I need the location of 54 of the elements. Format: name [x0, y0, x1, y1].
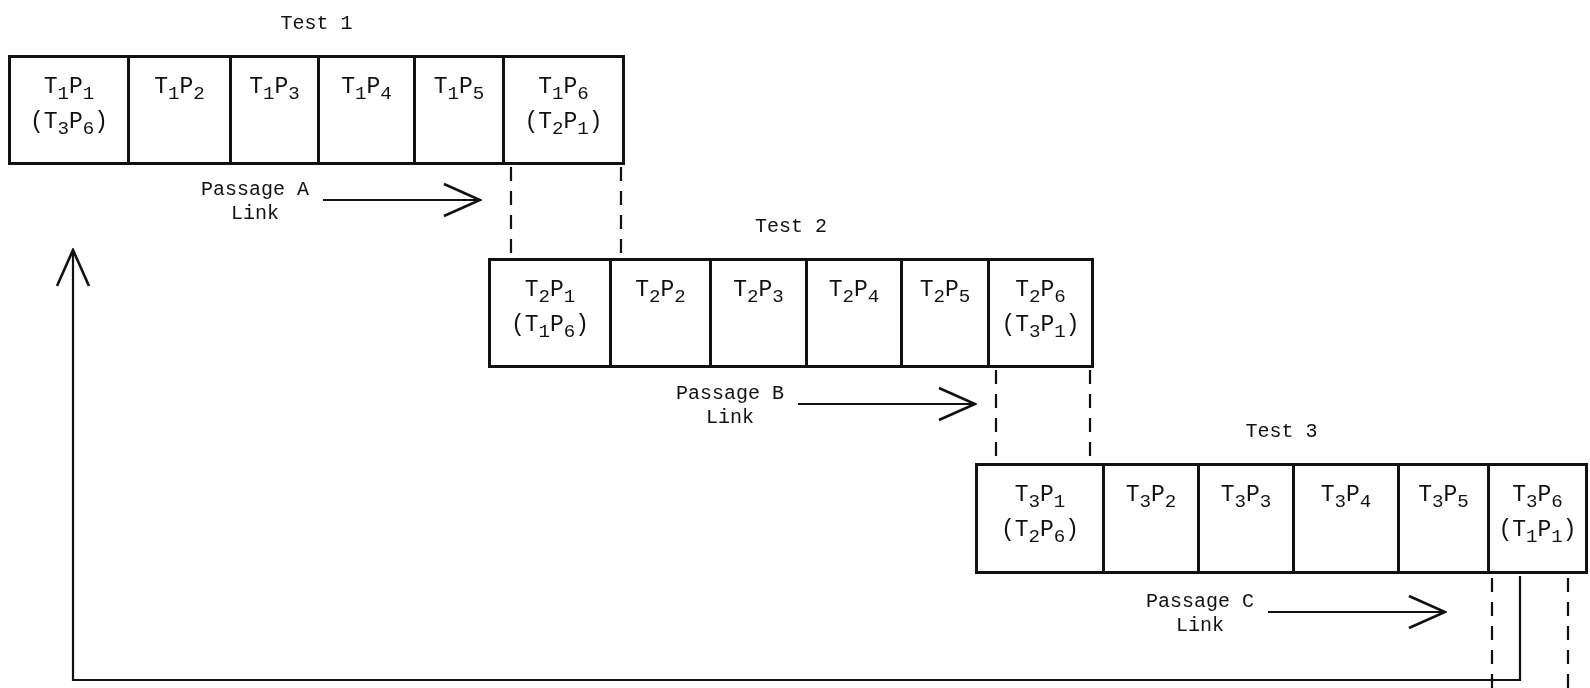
- cell-label: (T$_{3}$P$_{6}$): [29, 108, 109, 143]
- passage-cell: [488, 258, 612, 368]
- row-title: Test 1: [279, 12, 354, 35]
- cell-label: (T$_{1}$P$_{1}$): [1498, 516, 1577, 551]
- passage-cell: [127, 55, 232, 165]
- cell-label: T$_{3}$P$_{3}$: [1220, 481, 1272, 515]
- passage-cell: [900, 258, 990, 368]
- passage-cell: [413, 55, 505, 165]
- arrow: [1268, 594, 1447, 630]
- cell-label: T$_{3}$P$_{6}$: [1512, 481, 1563, 515]
- passage-cell: [1102, 463, 1200, 574]
- cell-label: T$_{1}$P$_{4}$: [341, 73, 392, 107]
- cell-label: T$_{2}$P$_{3}$: [733, 276, 784, 310]
- passage-cell: [317, 55, 416, 165]
- passage-cell: [805, 258, 903, 368]
- passage-cell: [1487, 463, 1588, 574]
- passage-cell: [1292, 463, 1400, 574]
- cell-label: T$_{1}$P$_{5}$: [433, 73, 485, 107]
- passage-cell: [975, 463, 1105, 574]
- arrow: [798, 386, 977, 422]
- cell-label: T$_{1}$P$_{3}$: [249, 73, 300, 107]
- dashed-link-line: [619, 167, 623, 256]
- cell-label: T$_{1}$P$_{2}$: [154, 73, 205, 107]
- cell-label: T$_{3}$P$_{2}$: [1125, 481, 1177, 515]
- cell-label: (T$_{3}$P$_{1}$): [1001, 311, 1080, 346]
- cell-label: T$_{1}$P$_{6}$: [538, 73, 589, 107]
- link-label: Passage A Link: [200, 178, 310, 226]
- passage-cell: [1397, 463, 1490, 574]
- cell-label: (T$_{1}$P$_{6}$): [510, 311, 590, 346]
- cell-label: T$_{3}$P$_{1}$: [1014, 481, 1066, 515]
- passage-cell: [229, 55, 320, 165]
- link-label: Passage B Link: [675, 382, 785, 430]
- dashed-link-line: [509, 167, 513, 256]
- cell-label: (T$_{2}$P$_{1}$): [524, 108, 603, 143]
- passage-cell: [1197, 463, 1295, 574]
- passage-cell: [609, 258, 712, 368]
- cell-label: T$_{2}$P$_{2}$: [635, 276, 686, 310]
- passage-cell: [502, 55, 625, 165]
- arrow: [55, 248, 1522, 682]
- cell-label: T$_{3}$P$_{5}$: [1418, 481, 1469, 515]
- cell-label: T$_{2}$P$_{5}$: [919, 276, 971, 310]
- passage-cell: [8, 55, 130, 165]
- cell-label: T$_{2}$P$_{6}$: [1015, 276, 1066, 310]
- cell-label: T$_{3}$P$_{4}$: [1320, 481, 1372, 515]
- cell-label: T$_{2}$P$_{4}$: [828, 276, 880, 310]
- cell-label: (T$_{2}$P$_{6}$): [1000, 516, 1080, 551]
- row-title: Test 3: [1244, 420, 1319, 443]
- passage-cell: [987, 258, 1094, 368]
- cell-label: T$_{2}$P$_{1}$: [524, 276, 576, 310]
- arrow: [323, 182, 482, 218]
- passage-cell: [709, 258, 808, 368]
- link-label: Passage C Link: [1145, 590, 1255, 638]
- row-title: Test 2: [754, 215, 828, 238]
- cell-label: T$_{1}$P$_{1}$: [43, 73, 95, 107]
